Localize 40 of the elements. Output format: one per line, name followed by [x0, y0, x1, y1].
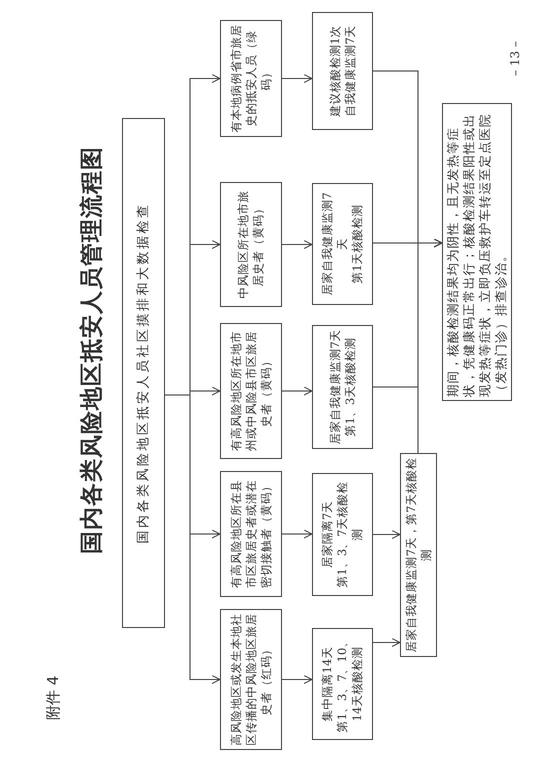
box-text: 有本地病例省市旅居史的抵安人员（绿码）	[228, 24, 274, 133]
box-text: 建议核酸检测1次	[328, 25, 342, 117]
box-text: 居家自我健康监测7天，第7天核酸检测	[404, 457, 434, 653]
arrow	[282, 386, 312, 396]
arrow	[282, 675, 312, 684]
box-text: 有高风险地区所在县市区旅居史者或潜在密切接触者（黄码）	[228, 479, 274, 590]
page-number: – 13 –	[508, 41, 522, 76]
process-box	[312, 12, 373, 130]
box-text: 第1天核酸检测	[350, 204, 365, 284]
arrow	[418, 238, 442, 454]
process-box	[312, 325, 373, 449]
process-box	[220, 182, 282, 307]
process-box	[220, 323, 282, 459]
process-box	[312, 183, 373, 305]
process-box	[122, 118, 165, 628]
box-text: 居家隔离7天	[320, 500, 335, 568]
box-text: 自我健康监测7天	[342, 25, 358, 117]
process-box	[220, 20, 282, 137]
arrow	[282, 530, 312, 538]
box-text: 国内各类风险地区抵安人员社区摸排和大数据检查	[136, 202, 151, 544]
arrow	[372, 530, 400, 539]
box-text: 期间，核酸检测结果均为阴性，且无发热等症状，凭健康码正常出行；核酸检测结果阳性或出现发热等症状，立即负压救护车转运至定点医院（发热门诊）排查诊治。	[445, 112, 509, 397]
box-text: 居家自我健康监测7天	[320, 191, 350, 298]
box-text: 有高风险地区所在地市州或中风险县市区旅居史者（黄码）	[228, 330, 274, 453]
box-text: 高风险地区或发生本地社区传播的中风险地区旅居史者（红码）	[228, 613, 274, 746]
box-text: 第1、3天核酸检测	[342, 338, 358, 436]
box-text: 集中隔离14天	[320, 646, 335, 722]
process-box	[220, 609, 282, 750]
arrow	[282, 74, 312, 83]
box-text: 第1、3、7天核酸检测	[335, 480, 365, 590]
arrow	[372, 638, 400, 647]
title: 国内各类风险地区抵安人员管理流程图	[77, 146, 106, 554]
arrow	[282, 240, 312, 249]
box-text: 居家自我健康监测7天	[328, 329, 342, 445]
box-text: 第1、3、7、10、14天核酸检测	[335, 634, 365, 734]
box-text: 中风险区所在地市旅居史者（黄码）	[236, 190, 266, 300]
process-box	[220, 471, 282, 597]
process-box	[312, 473, 373, 596]
process-box	[312, 628, 373, 740]
attachment-label: 附件 4	[44, 676, 63, 720]
